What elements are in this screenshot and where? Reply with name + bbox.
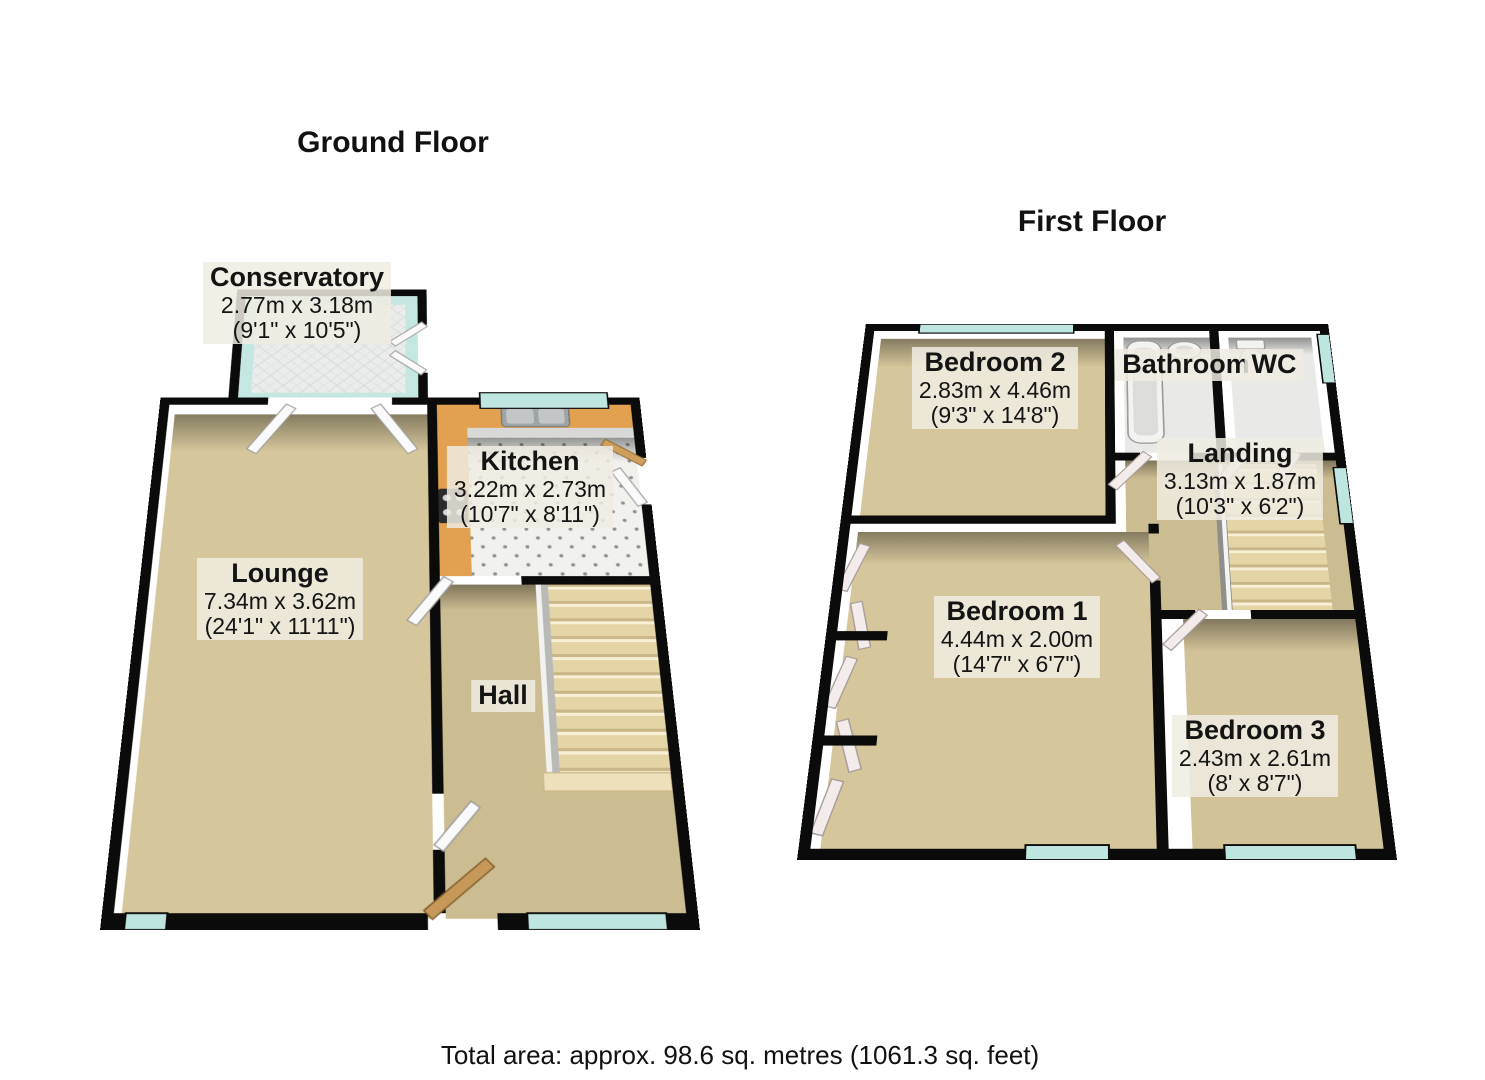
- room-dimensions-metric: 2.43m x 2.61m: [1178, 744, 1332, 771]
- room-dimensions-imperial: (9'3" x 14'8"): [930, 401, 1060, 428]
- room-name: Bedroom 1: [946, 596, 1088, 626]
- landing-floor: [1125, 460, 1355, 610]
- lounge-floor: [121, 414, 434, 919]
- room-dimensions-imperial: (8' x 8'7"): [1207, 769, 1303, 796]
- room-label-bedroom3: Bedroom 3 2.43m x 2.61m (8' x 8'7"): [1171, 715, 1339, 798]
- room-name: Lounge: [231, 558, 329, 588]
- room-dimensions-metric: 2.83m x 4.46m: [918, 376, 1072, 403]
- walls: [797, 324, 1397, 860]
- room-label-bedroom1: Bedroom 1 4.44m x 2.00m (14'7" x 6'7"): [933, 596, 1101, 679]
- room-label-conservatory: Conservatory 2.77m x 3.18m (9'1" x 10'5"…: [202, 262, 392, 345]
- ground-floor-plan: [100, 289, 700, 930]
- window-glass: [124, 393, 668, 930]
- room-label-hall: Hall: [471, 680, 535, 712]
- room-name: Bedroom 2: [924, 347, 1066, 377]
- window-glass: [867, 324, 1397, 860]
- room-dimensions-metric: 7.34m x 3.62m: [203, 587, 357, 614]
- kitchen-sink: [501, 406, 570, 427]
- bedroom1-floor: [820, 532, 1157, 849]
- room-label-landing: Landing 3.13m x 1.87m (10'3" x 6'2"): [1156, 438, 1324, 521]
- room-dimensions-imperial: (10'7" x 8'11"): [460, 500, 600, 527]
- room-name: Hall: [478, 680, 528, 710]
- room-label-bedroom2: Bedroom 2 2.83m x 4.46m (9'3" x 14'8"): [911, 347, 1079, 430]
- ground-floor-title: Ground Floor: [297, 126, 489, 159]
- room-dimensions-imperial: (14'7" x 6'7"): [952, 650, 1082, 677]
- room-name: Conservatory: [209, 262, 385, 292]
- room-label-wc: WC: [1244, 349, 1304, 381]
- total-area-text: Total area: approx. 98.6 sq. metres (106…: [440, 1040, 1040, 1070]
- room-dimensions-metric: 3.22m x 2.73m: [453, 475, 607, 502]
- room-dimensions-metric: 4.44m x 2.00m: [940, 625, 1094, 652]
- room-dimensions-metric: 2.77m x 3.18m: [220, 291, 374, 318]
- room-name: Kitchen: [480, 446, 580, 476]
- room-label-bathroom: Bathroom: [1115, 349, 1257, 381]
- room-name: Landing: [1187, 438, 1293, 468]
- room-name: Bedroom 3: [1184, 715, 1326, 745]
- first-floor-title: First Floor: [1017, 205, 1167, 238]
- room-dimensions-imperial: (10'3" x 6'2"): [1175, 492, 1305, 519]
- staircase: [535, 584, 673, 792]
- room-name: WC: [1251, 349, 1297, 379]
- room-name: Bathroom: [1122, 349, 1250, 379]
- room-dimensions-imperial: (9'1" x 10'5"): [232, 316, 362, 343]
- hall-floor: [439, 584, 687, 919]
- room-label-lounge: Lounge 7.34m x 3.62m (24'1" x 11'11"): [196, 558, 364, 641]
- kitchen-floor: [467, 437, 650, 577]
- room-dimensions-imperial: (24'1" x 11'11"): [204, 612, 356, 639]
- room-label-kitchen: Kitchen 3.22m x 2.73m (10'7" x 8'11"): [446, 446, 614, 529]
- room-dimensions-metric: 3.13m x 1.87m: [1163, 467, 1317, 494]
